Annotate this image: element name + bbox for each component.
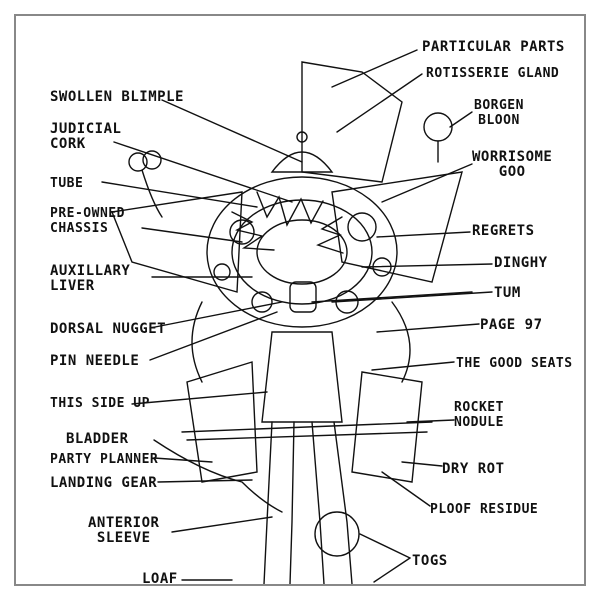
engine-core: [206, 176, 398, 328]
dome: [270, 151, 334, 173]
contraption-drawing: [101, 49, 493, 584]
label-swollen-blimple: SWOLLEN BLIMPLE: [50, 89, 184, 105]
label-dinghy: DINGHY: [494, 255, 548, 271]
right-tank: [351, 371, 423, 483]
label-this-side-up: THIS SIDE UP: [50, 396, 150, 411]
label-worrisome-goo: WORRISOME GOO: [472, 149, 553, 180]
label-the-good-seats: THE GOOD SEATS: [456, 356, 573, 371]
label-rocket-nodule: ROCKET NODULE: [454, 400, 504, 430]
label-loaf: LOAF: [142, 571, 178, 586]
togs-circle: [314, 511, 360, 557]
torso: [261, 331, 343, 423]
illustration-frame: PARTICULAR PARTS ROTISSERIE GLAND BORGEN…: [14, 14, 586, 586]
label-borgen-bloon: BORGEN BLOON: [474, 98, 524, 128]
borgen-balloon: [423, 112, 453, 142]
top-panel: [301, 61, 403, 183]
label-pre-owned-chassis: PRE-OWNED CHASSIS: [50, 206, 125, 236]
label-anterior-sleeve: ANTERIOR SLEEVE: [88, 515, 160, 546]
label-dry-rot: DRY ROT: [442, 461, 505, 477]
helmet: [289, 281, 317, 313]
right-leg: [311, 421, 325, 584]
label-bladder: BLADDER: [66, 431, 129, 447]
label-togs: TOGS: [412, 553, 448, 569]
label-ploof-residue: PLOOF RESIDUE: [430, 502, 539, 517]
label-tum: TUM: [494, 285, 521, 301]
label-tube: TUBE: [50, 176, 84, 191]
label-landing-gear: LANDING GEAR: [50, 475, 158, 491]
label-page-97: PAGE 97: [480, 317, 543, 333]
left-tank: [186, 361, 258, 483]
label-judicial-cork: JUDICIAL CORK: [50, 121, 122, 152]
right-wing: [331, 171, 463, 283]
label-auxillary-liver: AUXILLARY LIVER: [50, 263, 131, 294]
label-party-planner: PARTY PLANNER: [50, 452, 159, 467]
left-leg: [263, 421, 273, 584]
left-wing: [111, 191, 243, 293]
label-pin-needle: PIN NEEDLE: [50, 353, 140, 369]
label-regrets: REGRETS: [472, 223, 535, 239]
label-dorsal-nugget: DORSAL NUGGET: [50, 321, 167, 337]
label-particular-parts: PARTICULAR PARTS: [422, 39, 565, 55]
label-rotisserie-gland: ROTISSERIE GLAND: [426, 66, 560, 81]
